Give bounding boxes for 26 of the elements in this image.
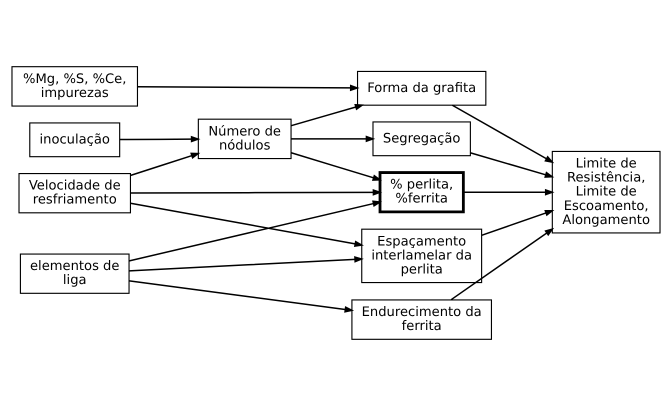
node-box: Velocidade de resfriamento [18, 172, 132, 213]
arrow [129, 256, 364, 272]
node-box: Limite de Resistência, Limite de Escoamento, Alongamento [552, 150, 661, 234]
node-box: Espaçamento interlamelar da perlita [361, 228, 482, 283]
node-box: Forma da grafita [356, 70, 486, 106]
arrow [130, 188, 382, 196]
node-box: elementos de liga [20, 252, 130, 294]
arrow [120, 135, 200, 142]
arrow [291, 135, 376, 142]
node-box: % perlita, %ferrita [378, 170, 465, 213]
arrow [129, 280, 354, 312]
node-box: Segregação [372, 120, 471, 156]
arrow [130, 152, 200, 176]
node-box: Número de nódulos [198, 118, 292, 159]
arrow [138, 84, 360, 91]
arrow [129, 200, 382, 262]
arrow [450, 227, 554, 300]
arrow [481, 209, 554, 236]
arrow [130, 202, 364, 247]
arrow [290, 152, 382, 180]
arrow [470, 152, 554, 178]
node-box: %Mg, %S, %Ce, impurezas [11, 66, 138, 106]
arrow [290, 104, 364, 126]
node-box: Endurecimento da ferrita [351, 298, 492, 340]
node-box: inoculação [29, 122, 120, 157]
arrow [464, 188, 554, 196]
